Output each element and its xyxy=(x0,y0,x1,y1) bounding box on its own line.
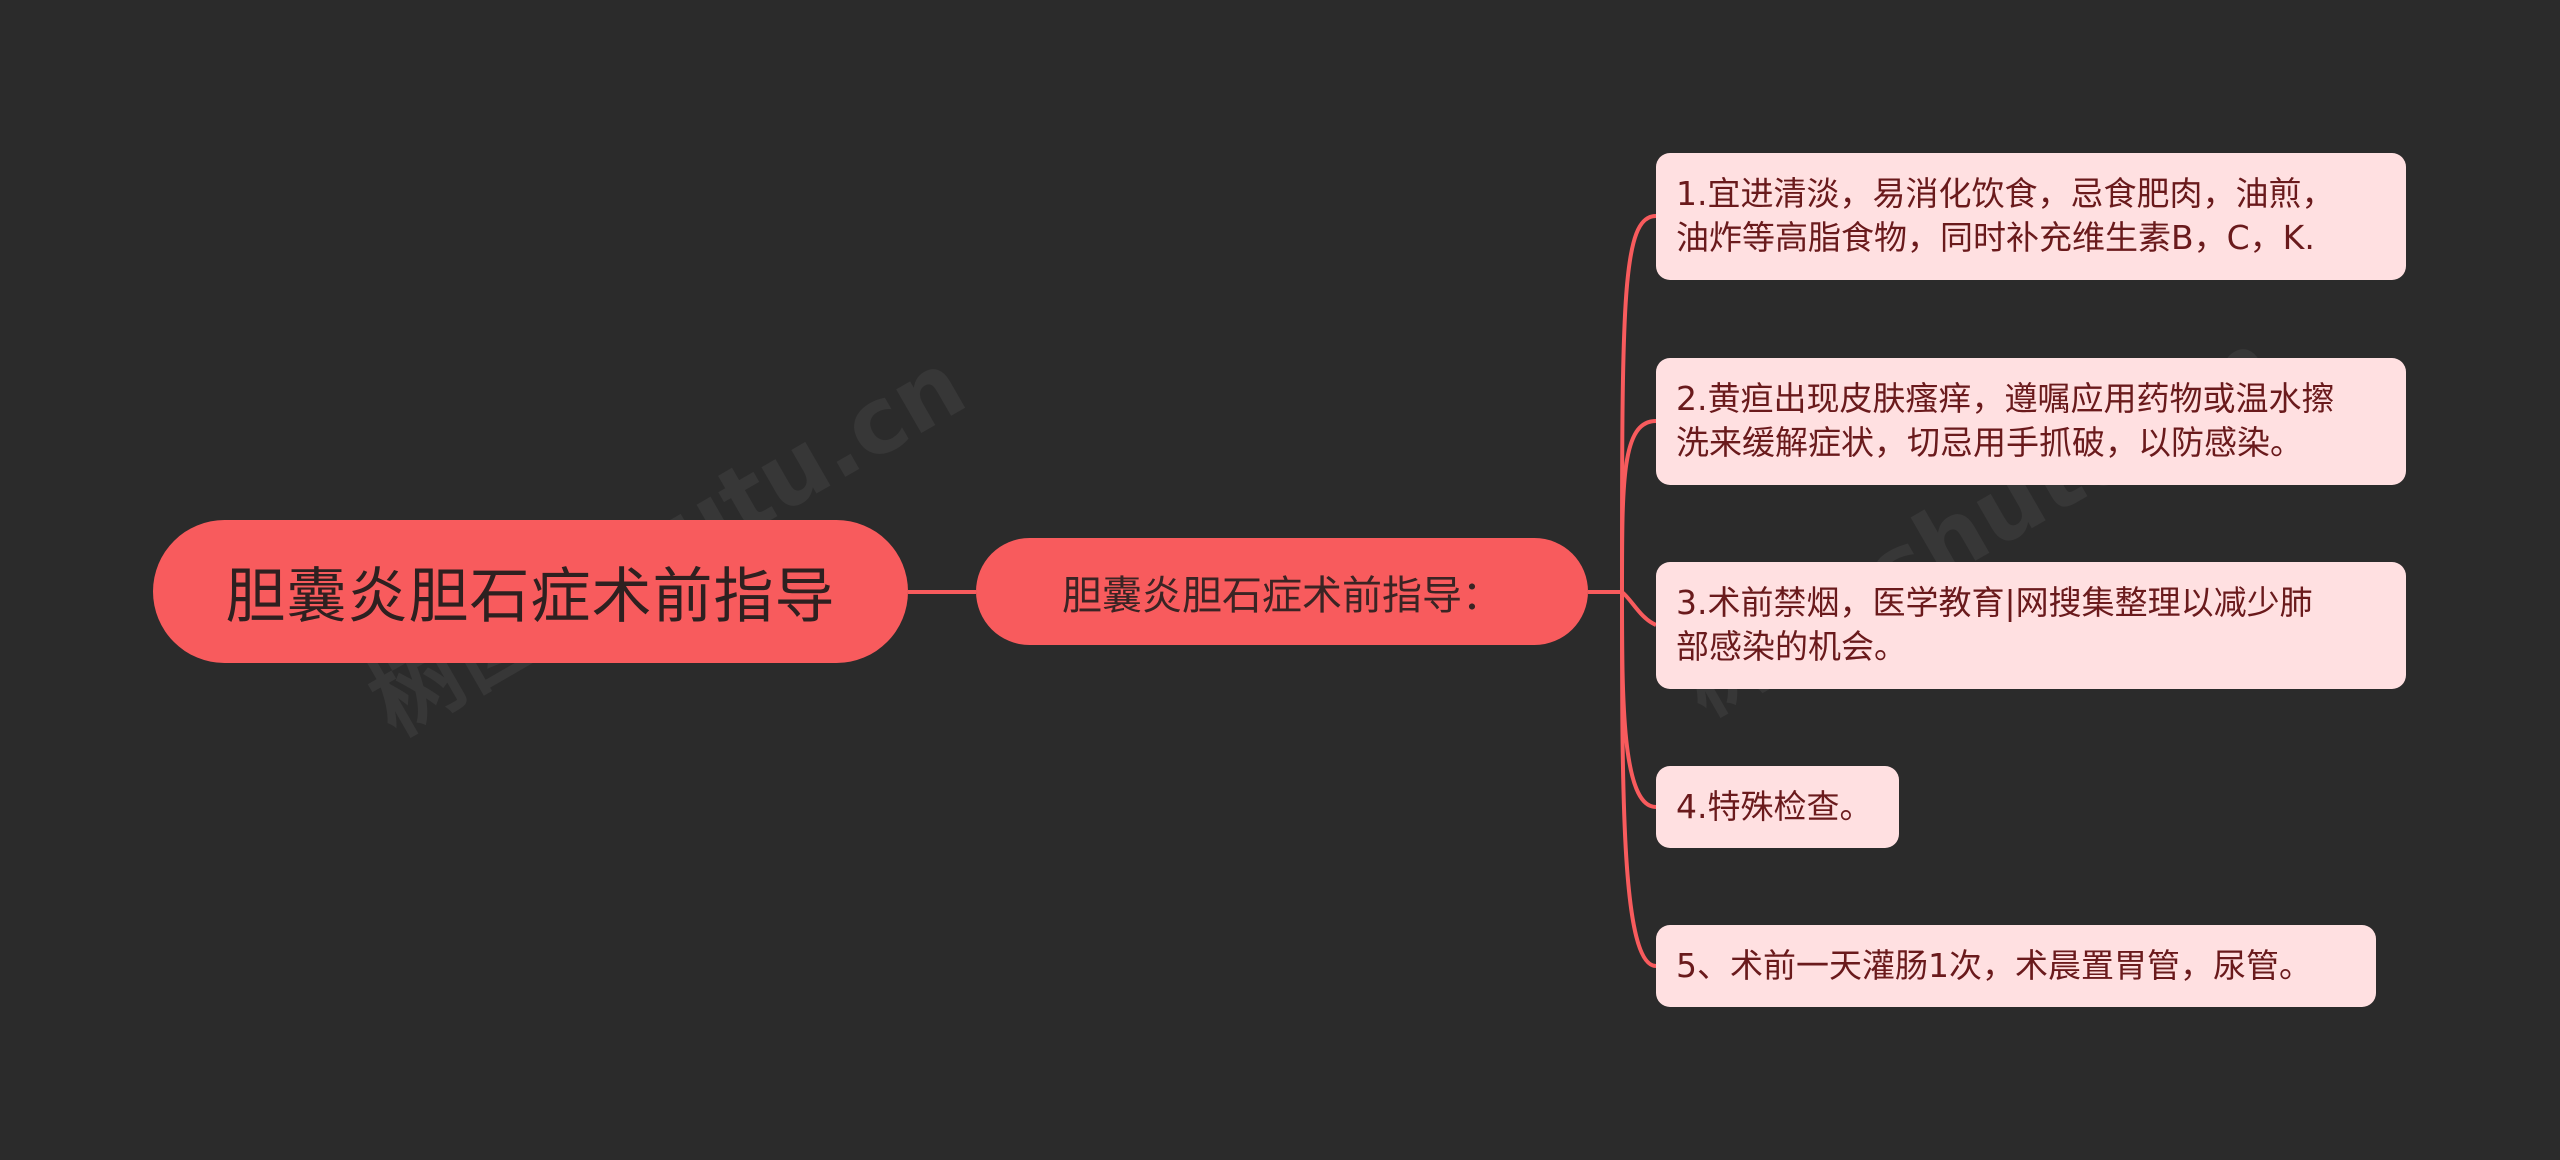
connector-leaf-3 xyxy=(1620,590,1657,627)
leaf-node-4[interactable]: 4.特殊检查。 xyxy=(1656,766,1899,848)
leaf-node-5[interactable]: 5、术前一天灌肠1次，术晨置胃管，尿管。 xyxy=(1656,925,2376,1007)
root-node-label: 胆囊炎胆石症术前指导 xyxy=(225,562,836,632)
leaf-node-1[interactable]: 1.宜进清淡，易消化饮食，忌食肥肉，油煎， 油炸等高脂食物，同时补充维生素B，C… xyxy=(1656,153,2406,280)
branch-node[interactable]: 胆囊炎胆石症术前指导： xyxy=(976,538,1588,645)
branch-node-label: 胆囊炎胆石症术前指导： xyxy=(1062,572,1502,619)
connector-leaf-5 xyxy=(1620,591,1657,968)
leaf-node-2[interactable]: 2.黄疸出现皮肤瘙痒，遵嘱应用药物或温水擦 洗来缓解症状，切忌用手抓破，以防感染… xyxy=(1656,358,2406,485)
connector-leaf-2 xyxy=(1620,419,1657,593)
root-node[interactable]: 胆囊炎胆石症术前指导 xyxy=(153,520,908,663)
leaf-node-3[interactable]: 3.术前禁烟，医学教育|网搜集整理以减少肺 部感染的机会。 xyxy=(1656,562,2406,689)
connector-leaf-1 xyxy=(1620,214,1657,593)
